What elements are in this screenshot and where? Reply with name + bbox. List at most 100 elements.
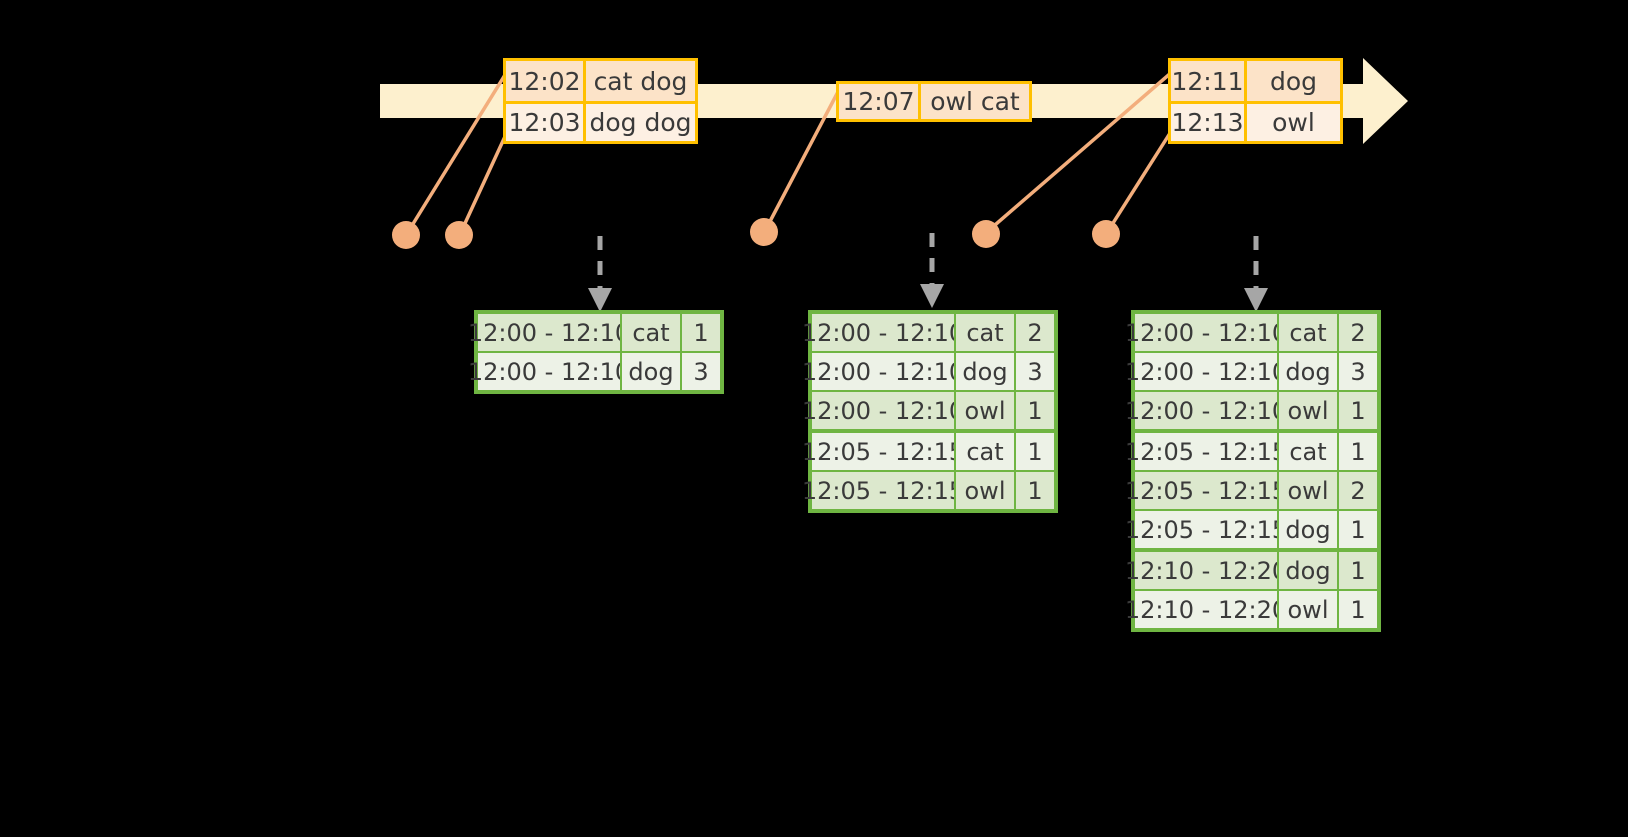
cell-word: owl [1277,472,1337,509]
cell-window: 12:05 - 12:15 [1125,511,1287,548]
event-words: owl [1247,104,1340,141]
table-row: 12:00 - 12:10 dog 3 [802,351,1054,390]
cell-window: 12:10 - 12:20 [1125,552,1287,589]
event-words: cat dog [586,61,695,101]
connector-line-2 [459,129,510,233]
cell-window: 12:05 - 12:15 [1125,433,1287,470]
cell-word: owl [1277,392,1337,429]
cell-window: 12:00 - 12:10 [802,314,964,351]
table-row: 12:00 - 12:10 dog 3 [468,351,720,390]
table-row: 12:00 - 12:10 cat 2 [802,314,1054,351]
cell-count: 2 [1014,314,1054,351]
connector-line-4 [986,70,1174,233]
table-row: 12:00 - 12:10 cat 1 [468,314,720,351]
window-section: 12:00 - 12:10 cat 2 12:00 - 12:10 dog 3 … [1125,314,1377,429]
cell-count: 1 [680,314,720,351]
connector-line-1 [406,69,510,233]
cell-count: 2 [1337,314,1377,351]
connector-dot-2 [445,221,473,249]
connector-dot-3 [750,218,778,246]
connector-line-3 [764,87,842,230]
cell-window: 12:00 - 12:10 [1125,353,1287,390]
event-group-2[interactable]: 12:07 owl cat [836,81,1032,122]
event-words: dog dog [586,104,695,141]
event-row: 12:03 dog dog [506,101,695,141]
cell-window: 12:00 - 12:10 [1125,314,1287,351]
table-row: 12:00 - 12:10 dog 3 [1125,351,1377,390]
emit-arrow-head-1 [588,288,612,312]
table-row: 12:05 - 12:15 dog 1 [1125,509,1377,548]
event-group-3[interactable]: 12:11 dog 12:13 owl [1168,58,1343,144]
cell-window: 12:05 - 12:15 [1125,472,1287,509]
window-section: 12:05 - 12:15 cat 1 12:05 - 12:15 owl 2 … [1125,429,1377,548]
cell-count: 1 [1337,552,1377,589]
emit-arrow-head-3 [1244,288,1268,312]
cell-word: owl [954,472,1014,509]
event-time: 12:02 [506,61,586,101]
table-row: 12:05 - 12:15 owl 1 [802,470,1054,509]
window-counts-stage-3[interactable]: 12:00 - 12:10 cat 2 12:00 - 12:10 dog 3 … [1125,310,1381,632]
cell-word: dog [1277,552,1337,589]
window-counts-stage-2[interactable]: 12:00 - 12:10 cat 2 12:00 - 12:10 dog 3 … [802,310,1058,513]
cell-count: 1 [1014,392,1054,429]
cell-count: 3 [680,353,720,390]
cell-count: 1 [1337,433,1377,470]
connector-line-5 [1106,129,1174,232]
cell-window: 12:10 - 12:20 [1125,591,1287,628]
cell-window: 12:00 - 12:10 [802,392,964,429]
cell-window: 12:00 - 12:10 [1125,392,1287,429]
connector-dot-5 [1092,220,1120,248]
cell-word: owl [954,392,1014,429]
event-group-1[interactable]: 12:02 cat dog 12:03 dog dog [503,58,698,144]
connector-dot-4 [972,220,1000,248]
cell-count: 1 [1337,591,1377,628]
cell-window: 12:00 - 12:10 [802,353,964,390]
event-row: 12:02 cat dog [506,61,695,101]
cell-word: dog [954,353,1014,390]
window-section: 12:05 - 12:15 cat 1 12:05 - 12:15 owl 1 [802,429,1054,509]
connector-dot-1 [392,221,420,249]
table-row: 12:10 - 12:20 owl 1 [1125,589,1377,628]
window-section: 12:00 - 12:10 cat 2 12:00 - 12:10 dog 3 … [802,314,1054,429]
event-row: 12:13 owl [1171,101,1340,141]
cell-word: cat [620,314,680,351]
window-section: 12:00 - 12:10 cat 1 12:00 - 12:10 dog 3 [468,314,720,390]
table-row: 12:00 - 12:10 cat 2 [1125,314,1377,351]
event-row: 12:07 owl cat [839,84,1029,119]
emit-arrow-head-2 [920,284,944,308]
event-row: 12:11 dog [1171,61,1340,101]
cell-count: 3 [1337,353,1377,390]
table-row: 12:00 - 12:10 owl 1 [1125,390,1377,429]
window-counts-stage-1[interactable]: 12:00 - 12:10 cat 1 12:00 - 12:10 dog 3 [468,310,724,394]
event-words: owl cat [921,84,1029,119]
event-time: 12:03 [506,104,586,141]
table-row: 12:05 - 12:15 cat 1 [1125,433,1377,470]
cell-window: 12:05 - 12:15 [802,472,964,509]
cell-word: owl [1277,591,1337,628]
cell-word: cat [1277,433,1337,470]
cell-count: 2 [1337,472,1377,509]
event-time: 12:13 [1171,104,1247,141]
cell-window: 12:00 - 12:10 [468,314,630,351]
cell-word: cat [954,314,1014,351]
event-time: 12:07 [839,84,921,119]
cell-count: 1 [1014,433,1054,470]
cell-count: 1 [1337,511,1377,548]
table-row: 12:05 - 12:15 owl 2 [1125,470,1377,509]
cell-count: 3 [1014,353,1054,390]
cell-window: 12:00 - 12:10 [468,353,630,390]
table-row: 12:10 - 12:20 dog 1 [1125,552,1377,589]
cell-word: dog [1277,511,1337,548]
cell-window: 12:05 - 12:15 [802,433,964,470]
cell-word: cat [1277,314,1337,351]
cell-word: cat [954,433,1014,470]
window-section: 12:10 - 12:20 dog 1 12:10 - 12:20 owl 1 [1125,548,1377,628]
event-time: 12:11 [1171,61,1247,101]
cell-word: dog [1277,353,1337,390]
table-row: 12:00 - 12:10 owl 1 [802,390,1054,429]
cell-count: 1 [1014,472,1054,509]
cell-count: 1 [1337,392,1377,429]
timeline-graphics [380,58,1408,312]
event-words: dog [1247,61,1340,101]
